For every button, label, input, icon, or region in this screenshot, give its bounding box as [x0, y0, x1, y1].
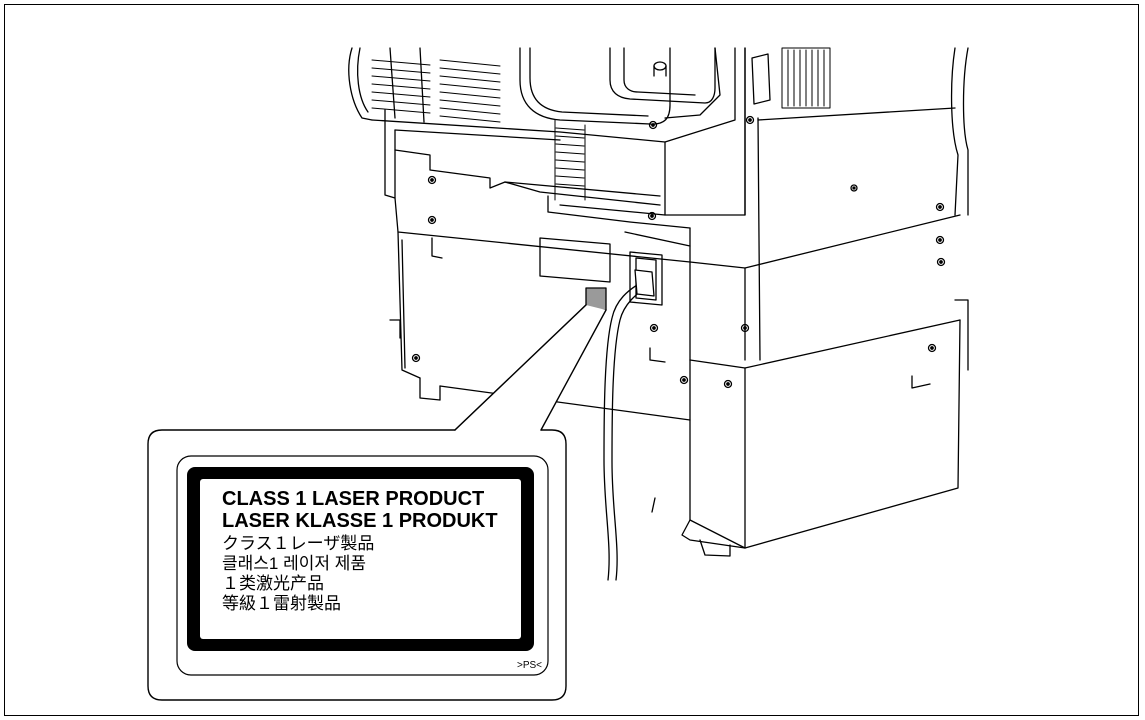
figure-frame: [4, 4, 1139, 716]
vent-grille-right: [781, 47, 831, 109]
vent-grille-left: [371, 59, 501, 123]
label-line-zh-cn: １类激光产品: [222, 574, 324, 593]
label-line-ko: 클래스1 레이저 제품: [222, 554, 366, 573]
laser-label-text-group: CLASS 1 LASER PRODUCT LASER KLASSE 1 PRO…: [222, 488, 542, 671]
power-connector: [585, 251, 663, 311]
power-cord: [603, 269, 655, 581]
printer-main-body: [348, 47, 969, 361]
ps-mark: >PS<: [517, 660, 542, 671]
label-line-zh-tw: 等級１雷射製品: [222, 594, 341, 613]
printer-middle-section: [384, 109, 961, 361]
printer-lower-cabinet: [389, 231, 969, 557]
label-line-en: CLASS 1 LASER PRODUCT: [222, 488, 484, 510]
label-line-de: LASER KLASSE 1 PRODUKT: [222, 510, 498, 532]
label-line-ja: クラス１レーザ製品: [222, 534, 374, 553]
laser-label-panel: [200, 479, 521, 639]
label-callout: [147, 304, 607, 701]
